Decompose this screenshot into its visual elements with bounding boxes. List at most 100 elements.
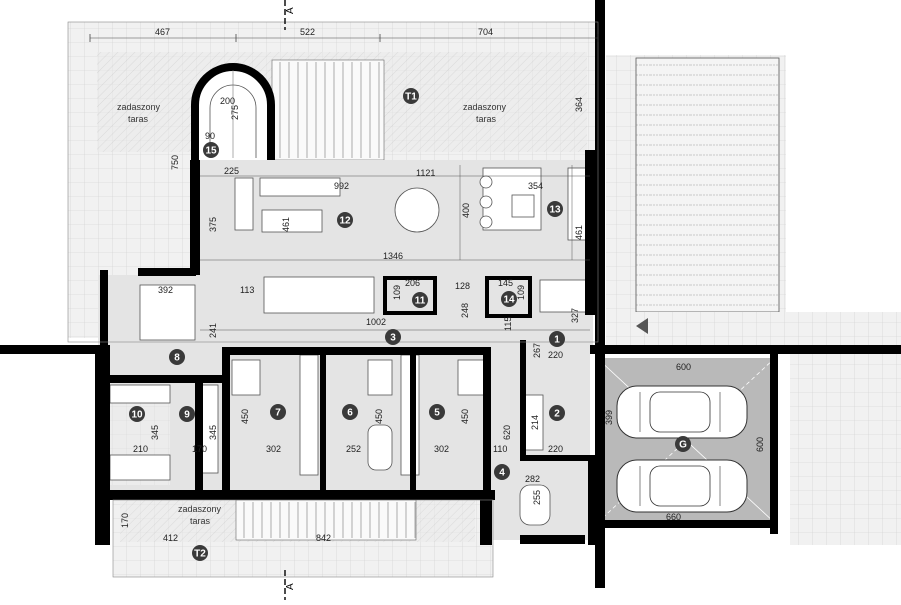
dim-750: 750 bbox=[170, 155, 180, 170]
badge-5: 5 bbox=[429, 404, 445, 420]
dim-241: 241 bbox=[208, 323, 218, 338]
svg-text:T1: T1 bbox=[405, 92, 417, 103]
dimension-labels: 200 275 90 750 225 992 1121 354 364 375 … bbox=[120, 96, 765, 543]
svg-text:12: 12 bbox=[339, 216, 351, 227]
svg-text:taras: taras bbox=[128, 114, 149, 124]
furniture bbox=[109, 167, 589, 526]
dim-450-room6: 450 bbox=[374, 409, 384, 424]
dim-345-room9: 345 bbox=[208, 425, 218, 440]
dim-248: 248 bbox=[460, 303, 470, 318]
dim-392: 392 bbox=[158, 285, 173, 295]
dim-206: 206 bbox=[405, 278, 420, 288]
section-mark-bottom: A bbox=[285, 583, 296, 590]
badge-T2: T2 bbox=[192, 545, 208, 561]
terrace-stairs-top bbox=[271, 59, 385, 161]
dim-660: 660 bbox=[666, 512, 681, 522]
badge-T1: T1 bbox=[403, 88, 419, 104]
badge-4: 4 bbox=[494, 464, 510, 480]
dim-399: 399 bbox=[604, 410, 614, 425]
dim-128: 128 bbox=[455, 281, 470, 291]
dim-842: 842 bbox=[316, 533, 331, 543]
badge-12: 12 bbox=[337, 212, 353, 228]
dim-1346: 1346 bbox=[383, 251, 403, 261]
dim-225: 225 bbox=[224, 166, 239, 176]
terrace-label-bottom: zadaszony taras bbox=[178, 504, 222, 526]
dim-600-garage: 600 bbox=[755, 437, 765, 452]
dim-252: 252 bbox=[346, 444, 361, 454]
dim-327: 327 bbox=[570, 308, 580, 323]
car-bottom-icon bbox=[616, 459, 748, 513]
svg-text:1: 1 bbox=[554, 335, 560, 346]
dim-220-a: 220 bbox=[548, 350, 563, 360]
dim-113: 113 bbox=[240, 285, 254, 295]
svg-text:taras: taras bbox=[190, 516, 211, 526]
dim-267: 267 bbox=[532, 343, 542, 358]
svg-text:7: 7 bbox=[275, 408, 281, 419]
dim-400: 400 bbox=[461, 203, 471, 218]
svg-text:T2: T2 bbox=[194, 549, 206, 560]
dim-354: 354 bbox=[528, 181, 543, 191]
badge-6: 6 bbox=[342, 404, 358, 420]
dim-461-left: 461 bbox=[281, 217, 291, 232]
dim-600-top: 600 bbox=[676, 362, 691, 372]
badge-11: 11 bbox=[412, 292, 428, 308]
dim-1002: 1002 bbox=[366, 317, 386, 327]
dim-109-b: 109 bbox=[516, 285, 526, 300]
svg-text:G: G bbox=[679, 440, 687, 451]
dim-282: 282 bbox=[525, 474, 540, 484]
dim-450-room5: 450 bbox=[460, 409, 470, 424]
dim-210: 210 bbox=[133, 444, 148, 454]
svg-text:zadaszony: zadaszony bbox=[463, 102, 507, 112]
svg-text:10: 10 bbox=[131, 410, 143, 421]
car-top-icon bbox=[616, 385, 748, 439]
svg-text:taras: taras bbox=[476, 114, 497, 124]
dim-461-right: 461 bbox=[574, 225, 584, 240]
svg-text:3: 3 bbox=[390, 333, 396, 344]
dim-109-a: 109 bbox=[392, 285, 402, 300]
top-dim-704: 704 bbox=[478, 27, 493, 37]
dim-90: 90 bbox=[205, 131, 215, 141]
driveway-right bbox=[790, 345, 901, 545]
svg-text:5: 5 bbox=[434, 408, 440, 419]
svg-text:13: 13 bbox=[549, 205, 561, 216]
badge-2: 2 bbox=[549, 405, 565, 421]
terrace-stairs-bottom bbox=[235, 499, 417, 541]
walls bbox=[0, 0, 901, 588]
dim-255: 255 bbox=[532, 490, 542, 505]
top-dim-467: 467 bbox=[155, 27, 170, 37]
svg-text:2: 2 bbox=[554, 409, 560, 420]
badge-8: 8 bbox=[169, 349, 185, 365]
spiral-stair bbox=[191, 63, 275, 160]
dim-302-room7: 302 bbox=[266, 444, 281, 454]
entrance-arrow-icon bbox=[636, 318, 648, 334]
dim-620: 620 bbox=[502, 425, 512, 440]
svg-text:zadaszony: zadaszony bbox=[117, 102, 161, 112]
section-mark-top: A bbox=[285, 7, 296, 14]
room-badges: T1 1 2 3 4 5 6 7 8 9 10 11 12 13 14 15 G… bbox=[129, 88, 691, 561]
dim-214: 214 bbox=[530, 415, 540, 430]
dim-170-room9: 170 bbox=[192, 444, 207, 454]
svg-text:zadaszony: zadaszony bbox=[178, 504, 222, 514]
svg-text:4: 4 bbox=[499, 468, 505, 479]
top-dimension-line: 467 522 704 bbox=[89, 27, 599, 42]
badge-15: 15 bbox=[203, 142, 219, 158]
dim-1121: 1121 bbox=[416, 168, 435, 178]
svg-text:8: 8 bbox=[174, 353, 180, 364]
pergola-slats bbox=[635, 57, 780, 313]
badge-7: 7 bbox=[270, 404, 286, 420]
badge-1: 1 bbox=[549, 331, 565, 347]
svg-text:9: 9 bbox=[184, 410, 190, 421]
entrance-path bbox=[606, 312, 901, 348]
dim-364: 364 bbox=[574, 97, 584, 112]
svg-text:15: 15 bbox=[205, 146, 217, 157]
dim-145: 145 bbox=[498, 278, 513, 288]
badge-10: 10 bbox=[129, 406, 145, 422]
badge-G: G bbox=[675, 436, 691, 452]
dim-412: 412 bbox=[163, 533, 178, 543]
dim-375: 375 bbox=[208, 217, 218, 232]
terrace-label-left: zadaszony taras bbox=[117, 102, 161, 124]
dim-170-terrace: 170 bbox=[120, 513, 130, 528]
badge-3: 3 bbox=[385, 329, 401, 345]
badge-9: 9 bbox=[179, 406, 195, 422]
